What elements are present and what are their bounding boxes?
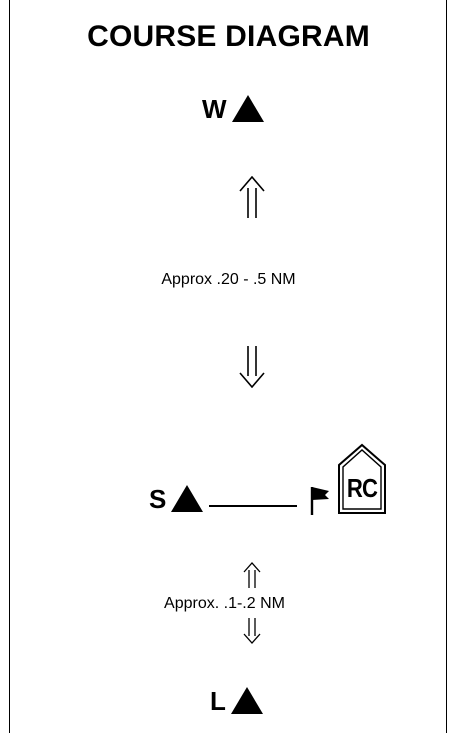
double-arrow-down-icon bbox=[239, 346, 265, 388]
flag-icon bbox=[310, 487, 329, 515]
windward-mark: W bbox=[202, 95, 264, 122]
diagram-title: COURSE DIAGRAM bbox=[87, 20, 370, 53]
triangle-up-icon bbox=[171, 485, 204, 512]
windward-mark-letter: W bbox=[202, 93, 227, 124]
leeward-mark-letter: L bbox=[210, 685, 226, 716]
double-arrow-down-icon bbox=[243, 618, 261, 644]
windward-leg-distance: Approx .20 - .5 NM bbox=[161, 271, 296, 288]
start-mark-letter: S bbox=[149, 483, 167, 514]
start-line: S bbox=[149, 483, 298, 514]
leeward-leg-distance: Approx. .1-.2 NM bbox=[164, 595, 285, 612]
leeward-mark: L bbox=[210, 687, 263, 714]
triangle-up-icon bbox=[230, 687, 263, 714]
committee-boat-label: RC bbox=[346, 473, 378, 503]
start-line-segment bbox=[209, 504, 298, 507]
double-arrow-up-icon bbox=[239, 176, 265, 218]
double-arrow-up-icon bbox=[243, 562, 261, 588]
triangle-up-icon bbox=[231, 95, 264, 122]
diagram-frame bbox=[9, 0, 447, 733]
committee-boat-icon: RC bbox=[337, 443, 387, 515]
